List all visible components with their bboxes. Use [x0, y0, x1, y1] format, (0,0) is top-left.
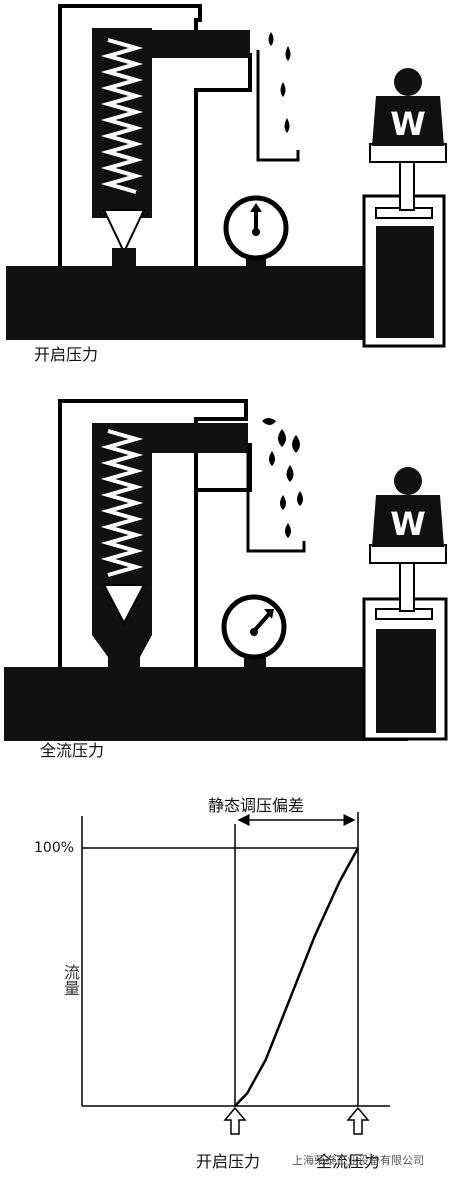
weight-block: W — [372, 467, 444, 547]
flow-drops — [262, 418, 303, 538]
spring — [100, 429, 144, 577]
weight-block: W — [372, 68, 444, 146]
valve-seat-throat — [112, 248, 136, 270]
spring — [100, 38, 144, 194]
flow-curve — [234, 847, 360, 1107]
main-pipe — [6, 266, 408, 340]
open-pressure-arrow — [223, 1106, 247, 1135]
weight-letter: W — [390, 505, 425, 543]
pressure-gauge — [223, 195, 289, 270]
outlet-channel — [152, 30, 250, 58]
outlet-channel — [152, 423, 248, 453]
collection-cup — [246, 447, 306, 553]
watermark-text: 上海荣泰工业设备有限公司 — [292, 1154, 424, 1167]
poppet-cone — [102, 209, 146, 255]
collection-cup — [256, 50, 300, 162]
opening-pressure-caption: 开启压力 — [34, 345, 99, 364]
open-flow-path — [92, 613, 152, 671]
weight-letter: W — [390, 105, 425, 143]
chart-canvas — [81, 812, 390, 1135]
y-axis-label: 流量 — [61, 964, 80, 996]
poppet-cone — [102, 584, 146, 626]
pressure-gauge — [221, 594, 287, 669]
main-pipe — [4, 667, 408, 741]
open-pressure-tick-label: 开启压力 — [196, 1152, 261, 1171]
full-pressure-tick-label: 全流压力 — [316, 1152, 381, 1171]
y-tick-100-label: 100% — [34, 840, 75, 856]
opening-pressure-diagram: W — [6, 4, 447, 348]
static-deviation-label: 静态调压偏差 — [208, 796, 305, 815]
full-pressure-arrow — [346, 1106, 370, 1135]
flow-pressure-chart: 静态调压偏差 100% 流量 开启压力 全流压力 上海荣泰工业设备有限公司 — [0, 790, 461, 1179]
full-flow-pressure-diagram: W — [4, 399, 448, 741]
full-flow-pressure-caption: 全流压力 — [40, 741, 105, 760]
full-flow-pressure-panel: W 全流压力 — [0, 395, 461, 767]
leak-drops — [268, 32, 291, 133]
load-cylinder — [362, 544, 448, 741]
load-cylinder — [362, 143, 447, 348]
opening-pressure-panel: W 开启压力 — [0, 0, 461, 370]
